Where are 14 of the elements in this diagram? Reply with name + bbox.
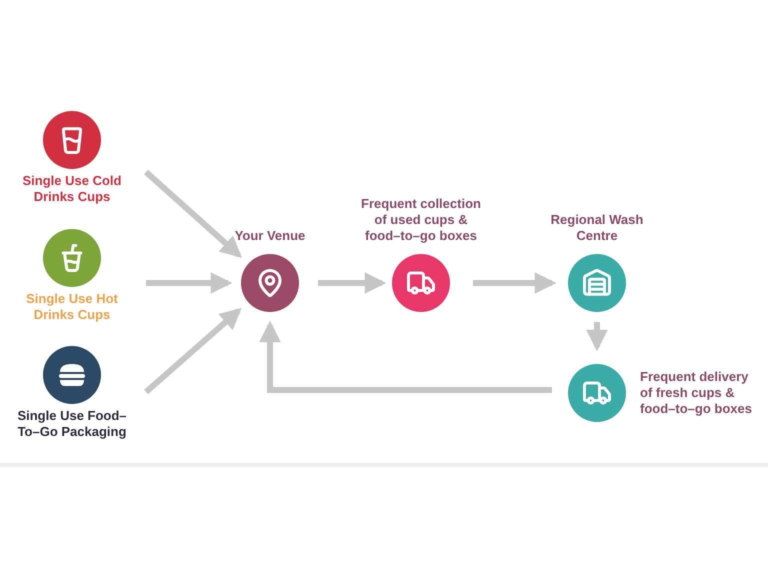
arrow bbox=[586, 322, 608, 352]
node-label: Single Use Cold Drinks Cups bbox=[22, 173, 122, 205]
arrow bbox=[259, 320, 552, 393]
node-label: Regional Wash Centre bbox=[550, 212, 644, 244]
node-label: Frequent collection of used cups & food–to–go boxes bbox=[360, 196, 482, 244]
arrow bbox=[318, 272, 386, 294]
arrow bbox=[144, 308, 242, 394]
node-label: Single Use Hot Drinks Cups bbox=[25, 291, 119, 323]
node-label: Single Use Food–To–Go Packaging bbox=[16, 408, 128, 440]
arrow bbox=[473, 272, 556, 294]
node-label: Your Venue bbox=[234, 228, 306, 244]
arrow bbox=[144, 170, 242, 258]
node-label: Frequent delivery of fresh cups & food–to–go boxes bbox=[640, 369, 753, 417]
arrow bbox=[146, 272, 232, 294]
